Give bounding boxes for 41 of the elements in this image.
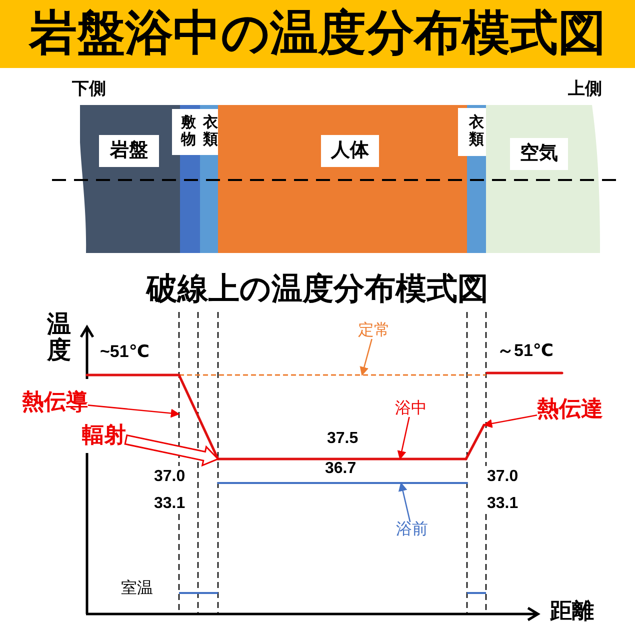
stone-temperature-line — [86, 374, 180, 376]
annotation-label: 輻射 — [82, 424, 126, 446]
temperature-value: ~51℃ — [100, 343, 150, 360]
temperature-value: 37.0 — [154, 469, 186, 485]
temperature-rise-line — [464, 424, 486, 460]
curve-label: 室温 — [121, 581, 153, 597]
layer-label: 岩盤 — [99, 135, 159, 167]
layer-label: 空気 — [510, 138, 568, 170]
layer-band — [200, 105, 218, 253]
leader-arrow — [360, 338, 372, 376]
temperature-value: 36.7 — [325, 461, 356, 477]
steady-state-line — [179, 374, 486, 376]
leader-arrow — [88, 404, 180, 418]
annotation-label: 浴中 — [395, 401, 427, 417]
leader-arrow — [398, 482, 411, 522]
temperature-slope-line — [178, 374, 220, 460]
layer-band — [486, 105, 600, 253]
annotation-label: 浴前 — [396, 522, 428, 538]
layer-band — [80, 105, 180, 253]
chart-title: 破線上の温度分布模式図 — [146, 273, 488, 304]
axis-label: 温度 — [47, 312, 71, 365]
bath-temperature-line — [216, 458, 468, 460]
air-temperature-line — [486, 372, 564, 374]
annotation-label: 熱伝導 — [22, 391, 88, 413]
temperature-value: 37.5 — [327, 431, 358, 447]
temperature-value: ～51℃ — [497, 342, 554, 359]
leader-arrow — [397, 416, 410, 460]
annotation-label: 定常 — [358, 323, 390, 339]
layer-label: 敷物 — [172, 109, 200, 155]
annotation-label: 熱伝達 — [537, 398, 603, 420]
axis-label: 距離 — [550, 600, 594, 622]
leader-arrow — [483, 414, 538, 428]
title-banner: 岩盤浴中の温度分布模式図 — [0, 0, 635, 68]
side-label: 下側 — [72, 80, 106, 97]
block-arrow — [124, 434, 220, 467]
layer-band — [218, 105, 467, 253]
temperature-value: 33.1 — [154, 496, 186, 512]
layer-label: 人体 — [321, 135, 379, 167]
pre-bath-temperature-line — [217, 482, 468, 484]
temperature-value: 37.0 — [487, 469, 518, 485]
temperature-value: 33.1 — [487, 496, 518, 512]
